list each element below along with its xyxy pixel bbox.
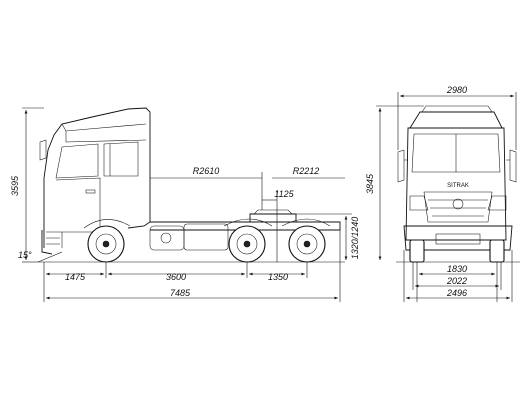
air-tank — [183, 223, 229, 251]
side-window — [55, 143, 99, 179]
rear-mudguard — [223, 218, 331, 227]
front-right-mirror — [506, 149, 517, 183]
front-wheel — [87, 225, 125, 263]
dim-overall-width: 2496 — [403, 250, 513, 302]
label-overall-height: 3845 — [365, 173, 375, 194]
dim-overall-length: 7485 — [46, 288, 338, 300]
dim-overall-height: 3845 — [365, 105, 424, 260]
front-left-mirror — [397, 149, 408, 183]
front-view: SITRAK 2980 3845 183 — [365, 85, 520, 302]
cab-body — [43, 107, 151, 248]
dim-approach-angle: 15° — [18, 250, 63, 263]
front-grille — [423, 191, 493, 223]
label-rear-track: 2022 — [446, 276, 467, 286]
front-left-tyre — [409, 239, 425, 263]
cab-steps — [46, 231, 63, 248]
label-wheelbase: 3600 — [166, 272, 186, 282]
cab-door — [55, 177, 101, 233]
label-mirror-width: 2980 — [446, 85, 467, 95]
front-mudguard — [83, 219, 131, 229]
front-roof-spoiler — [409, 111, 503, 129]
front-view-bumper — [403, 225, 513, 251]
label-rear-axle-spacing: 1350 — [268, 272, 288, 282]
front-cab — [405, 127, 507, 241]
dim-front-track: 1830 — [416, 262, 498, 302]
grille-badge: SITRAK — [447, 183, 469, 189]
dim-mirror-width: 2980 — [397, 85, 517, 150]
rear-wheel-2 — [288, 225, 326, 263]
door-handle — [85, 189, 96, 194]
dim-fifth-wheel-offset: 1125 — [262, 189, 295, 262]
dim-front-radius: R2610 — [150, 166, 263, 210]
right-headlight — [487, 195, 507, 211]
rear-wheel-1 — [228, 225, 266, 263]
label-front-overhang: 1475 — [65, 272, 86, 282]
dim-axle-row: 1475 3600 1350 — [43, 230, 341, 302]
label-rear-radius: R2212 — [293, 166, 320, 176]
side-mirror — [39, 139, 47, 161]
label-overall-width: 2496 — [446, 288, 467, 298]
dim-cab-height: 3595 — [10, 107, 44, 263]
side-view: 3595 15° R2610 R2212 1125 1320/1240 — [10, 107, 360, 302]
front-right-tyre — [489, 239, 505, 263]
cab-roof-spoiler — [61, 123, 147, 143]
left-headlight — [409, 195, 429, 211]
fifth-wheel — [249, 213, 297, 223]
label-cab-height: 3595 — [10, 175, 20, 196]
label-front-radius: R2610 — [193, 166, 220, 176]
rear-cab-window — [103, 141, 139, 177]
dim-rear-radius: R2212 — [272, 166, 345, 179]
front-bumper — [41, 230, 53, 255]
label-overall-length: 7485 — [170, 288, 191, 298]
label-approach-angle: 15° — [18, 250, 32, 260]
dim-rear-track: 2022 — [412, 262, 502, 290]
dim-fifth-wheel-height: 1320/1240 — [296, 213, 360, 260]
front-windscreen — [411, 133, 501, 173]
label-front-track: 1830 — [447, 264, 467, 274]
label-fifth-wheel-offset: 1125 — [274, 189, 294, 199]
label-fifth-wheel-height: 1320/1240 — [350, 217, 360, 260]
